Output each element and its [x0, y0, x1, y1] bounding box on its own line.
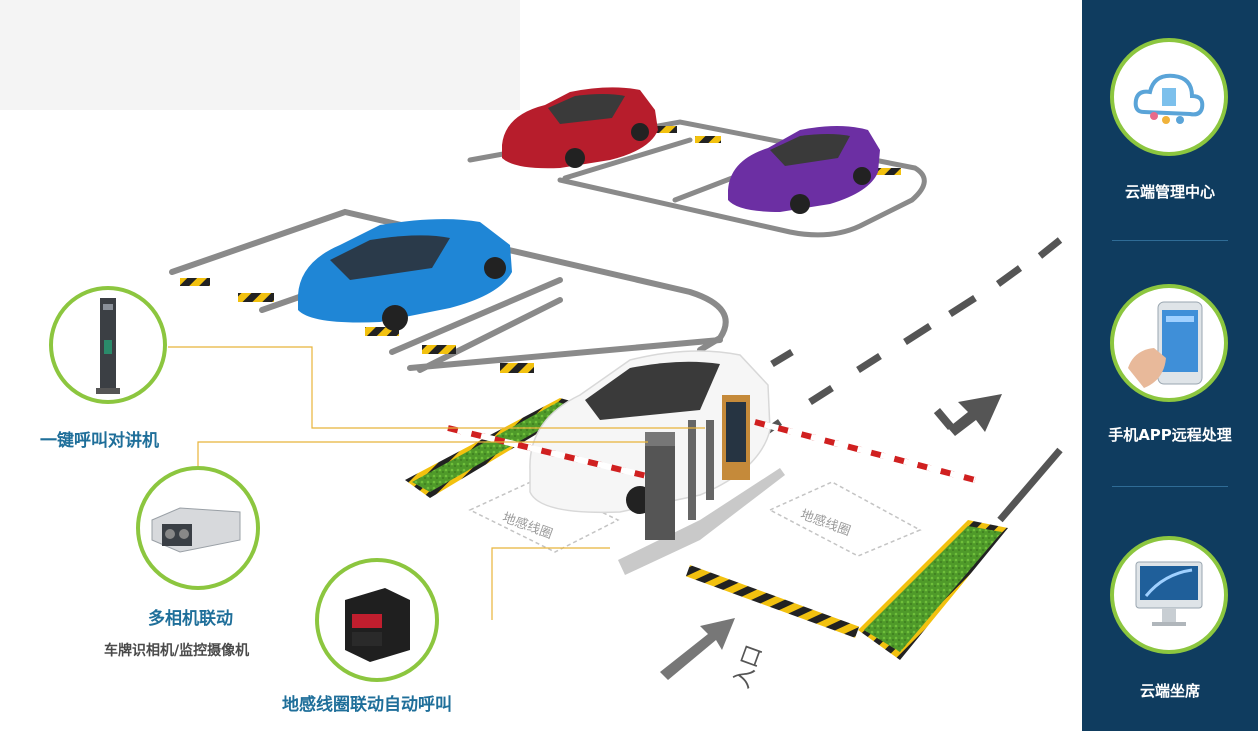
cloud-management-icon [1110, 38, 1228, 156]
blue-car [298, 219, 512, 331]
top-shade [0, 0, 520, 110]
sidebar-item-label: 云端管理中心 [1124, 183, 1215, 201]
entrance-arrow-icon [660, 618, 735, 680]
gate-platform [618, 468, 785, 575]
sidebar: 云端管理中心 手机APP远程处理 云端坐席 [1082, 0, 1258, 731]
barrier-arm [447, 419, 976, 483]
gate-equipment [645, 395, 750, 540]
desktop-computer-icon [1110, 536, 1228, 654]
smartphone-app-icon [1110, 284, 1228, 402]
upper-wheel-stops [645, 126, 901, 175]
lower-wheel-stops [180, 278, 534, 373]
connector-lines [168, 346, 705, 620]
road-dashes [757, 237, 1063, 523]
left-island [405, 398, 585, 498]
intercom-pillar-icon [96, 298, 120, 394]
sidebar-divider [1112, 240, 1228, 241]
sidebar-item-label: 手机APP远程处理 [1108, 426, 1232, 444]
camera-icon [151, 507, 241, 553]
hazard-curb [685, 565, 860, 638]
feature-intercom-label: 一键呼叫对讲机 [40, 431, 159, 451]
parking-illustration [0, 0, 1063, 682]
feature-loop-label: 地感线圈联动自动呼叫 [282, 695, 452, 715]
feature-camera-label: 多相机联动 [148, 609, 233, 629]
loop-detector-icon [345, 588, 410, 662]
feature-circle-camera [136, 466, 260, 590]
feature-camera-sublabel: 车牌识相机/监控摄像机 [104, 643, 250, 659]
feature-circle-loop [315, 558, 439, 682]
ground-loops [468, 479, 922, 557]
parking-scene: 一键呼叫对讲机 多相机联动 车牌识相机/监控摄像机 地感线圈联动自动呼叫 地感线… [0, 0, 1063, 715]
feature-circle-intercom [49, 286, 167, 404]
sidebar-item-label: 云端坐席 [1139, 682, 1200, 700]
red-car [502, 87, 658, 169]
lane-arrow-icon [933, 394, 1002, 436]
right-island [858, 520, 1008, 660]
purple-car [728, 126, 880, 214]
sidebar-divider [1112, 486, 1228, 487]
